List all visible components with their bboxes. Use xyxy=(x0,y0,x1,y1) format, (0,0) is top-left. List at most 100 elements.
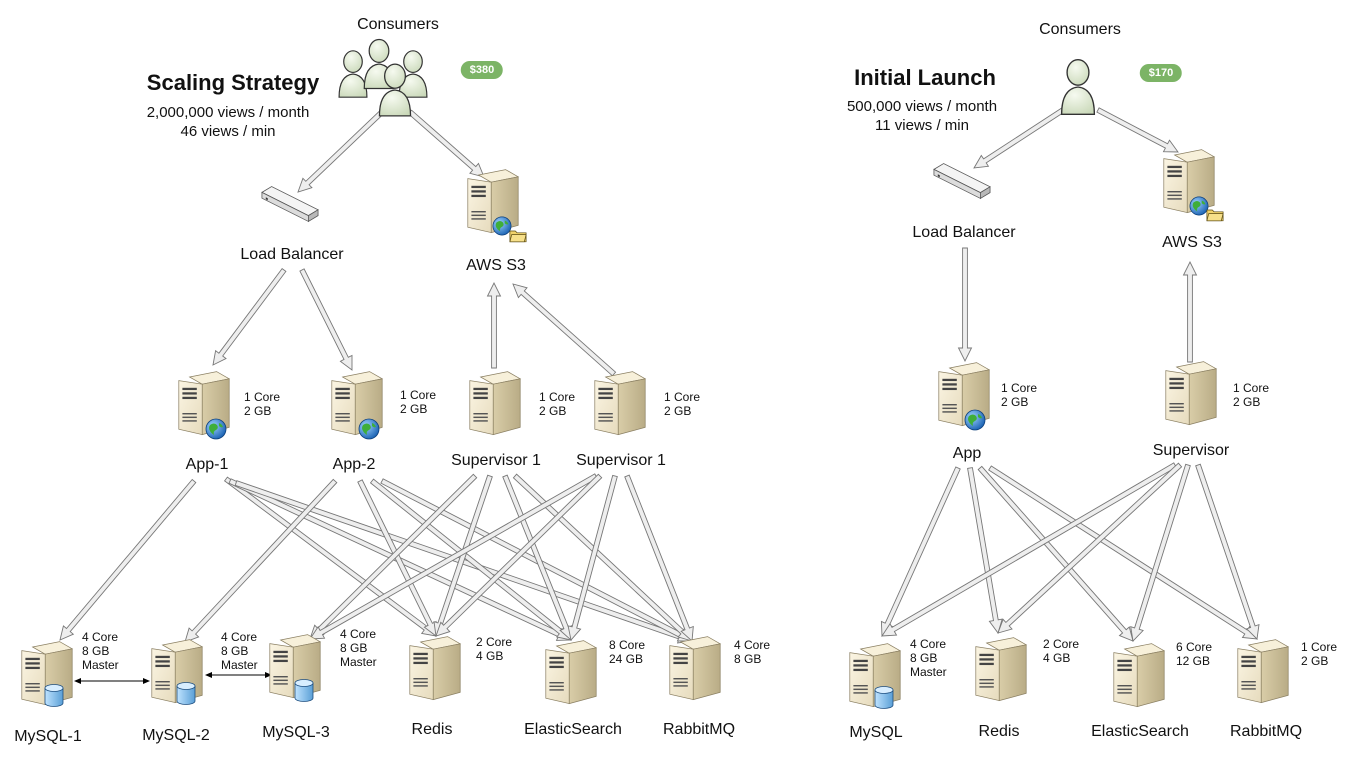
left-views-month: 2,000,000 views / month xyxy=(146,104,310,121)
left-supervisor-b-spec: 1 Core 2 GB xyxy=(664,390,701,418)
left-load-balancer-label: Load Balancer xyxy=(240,246,344,263)
left-arrow-sup2-es xyxy=(567,474,618,641)
right-s3-label: AWS S3 xyxy=(1162,234,1222,251)
left-consumers-icon xyxy=(338,38,428,117)
right-redis-server-icon xyxy=(975,637,1027,702)
right-views: 500,000 views / month 11 views / min xyxy=(847,97,997,135)
right-s3-folder-icon xyxy=(1206,209,1224,222)
right-rabbitmq-label: RabbitMQ xyxy=(1229,723,1303,740)
right-load-balancer-label: Load Balancer xyxy=(912,224,1016,241)
left-views: 2,000,000 views / month 46 views / min xyxy=(147,103,310,141)
left-app-2-globe-icon xyxy=(358,418,380,440)
left-consumers-label: Consumers xyxy=(357,16,439,33)
left-mysql-2-db-icon xyxy=(176,682,196,705)
right-mysql-db-icon xyxy=(874,686,894,709)
left-arrow-lb-app1 xyxy=(212,267,287,366)
right-consumer-user-icon xyxy=(1060,59,1096,115)
left-redis-label: Redis xyxy=(411,721,453,738)
left-supervisor-a-server-icon xyxy=(469,371,521,436)
right-app-spec: 1 Core 2 GB xyxy=(1001,381,1038,409)
left-rabbitmq-label: RabbitMQ xyxy=(662,721,736,738)
right-arrow-app-redis xyxy=(967,467,1003,634)
left-app-2-label: App-2 xyxy=(332,456,376,473)
left-mysql-3-spec: 4 Core 8 GB Master xyxy=(340,627,377,669)
right-arrow-sup-redis xyxy=(997,462,1183,634)
left-elasticsearch-label: ElasticSearch xyxy=(524,721,622,738)
right-supervisor-server-icon xyxy=(1165,361,1217,426)
left-arrow-sup2-rmq xyxy=(624,474,694,642)
left-arrow-sup2-mysql3 xyxy=(309,473,598,640)
left-mysql-2-label: MySQL-2 xyxy=(142,727,210,744)
right-title: Initial Launch xyxy=(854,65,996,90)
left-rabbitmq-server-icon xyxy=(669,636,721,701)
left-cost-badge: $380 xyxy=(460,61,504,79)
left-mysql-3-label: MySQL-3 xyxy=(262,724,330,741)
connection-arrows xyxy=(59,107,1260,684)
left-supervisor-a-label: Supervisor 1 xyxy=(451,452,541,469)
left-redis-server-icon xyxy=(409,636,461,701)
left-redis-spec: 2 Core 4 GB xyxy=(476,635,513,663)
right-arrow-sup-mysql xyxy=(881,462,1177,637)
right-redis-spec: 2 Core 4 GB xyxy=(1043,637,1080,665)
left-arrow-app1-redis xyxy=(223,476,437,637)
right-arrow-consumers-s3 xyxy=(1096,107,1179,153)
right-views-month: 500,000 views / month xyxy=(846,98,998,115)
right-elasticsearch-spec: 6 Core 12 GB xyxy=(1176,640,1213,668)
right-consumers-label: Consumers xyxy=(1039,21,1121,38)
right-mysql-label: MySQL xyxy=(849,724,903,741)
left-mysql-2-spec: 4 Core 8 GB Master xyxy=(221,630,258,672)
left-app-2-spec: 1 Core 2 GB xyxy=(400,388,437,416)
right-arrow-sup-es xyxy=(1130,463,1191,642)
left-supervisor-b-label: Supervisor 1 xyxy=(576,452,666,469)
left-elasticsearch-server-icon xyxy=(545,640,597,705)
left-s3-globe-icon xyxy=(492,216,512,236)
left-arrow-consumers-s3 xyxy=(407,109,485,178)
right-mysql-spec: 4 Core 8 GB Master xyxy=(910,637,947,679)
right-elasticsearch-server-icon xyxy=(1113,643,1165,708)
left-mysql-1-db-icon xyxy=(44,684,64,707)
right-redis-label: Redis xyxy=(978,723,1020,740)
right-supervisor-label: Supervisor xyxy=(1152,442,1230,459)
right-rabbitmq-spec: 1 Core 2 GB xyxy=(1301,640,1338,668)
right-app-globe-icon xyxy=(964,409,986,431)
left-elasticsearch-spec: 8 Core 24 GB xyxy=(609,638,646,666)
left-s3-folder-icon xyxy=(509,230,527,243)
left-app-1-label: App-1 xyxy=(185,456,229,473)
right-arrow-consumers-lb xyxy=(973,107,1065,169)
left-s3-label: AWS S3 xyxy=(466,257,526,274)
right-rabbitmq-server-icon xyxy=(1237,639,1289,704)
right-load-balancer-icon xyxy=(933,163,991,199)
left-rabbitmq-spec: 4 Core 8 GB xyxy=(734,638,771,666)
left-app-1-globe-icon xyxy=(205,418,227,440)
right-views-min: 11 views / min xyxy=(875,117,969,134)
left-title: Scaling Strategy xyxy=(146,70,320,95)
right-elasticsearch-label: ElasticSearch xyxy=(1091,723,1189,740)
right-cost-badge: $170 xyxy=(1139,64,1183,82)
left-views-min: 46 views / min xyxy=(180,123,276,140)
left-app-1-spec: 1 Core 2 GB xyxy=(244,390,281,418)
left-arrow-app1-mysql1 xyxy=(59,478,197,641)
right-arrow-sup-rmq xyxy=(1195,463,1260,640)
left-supervisor-b-server-icon xyxy=(594,371,646,436)
right-arrow-lb-app xyxy=(957,247,973,363)
left-arrow-app2-mysql2 xyxy=(184,478,338,643)
right-s3-globe-icon xyxy=(1189,196,1209,216)
left-load-balancer-icon xyxy=(261,186,319,222)
left-mysql-1-label: MySQL-1 xyxy=(14,728,82,745)
right-supervisor-spec: 1 Core 2 GB xyxy=(1233,381,1270,409)
left-supervisor-a-spec: 1 Core 2 GB xyxy=(539,390,576,418)
left-arrow-lb-app2 xyxy=(299,268,353,371)
left-replication-2-3 xyxy=(205,672,272,678)
left-arrow-sup2-redis xyxy=(435,473,603,637)
right-arrow-supervisor-s3 xyxy=(1182,260,1198,363)
left-arrow-sup1-s3 xyxy=(486,281,502,369)
right-arrow-app-es xyxy=(977,465,1134,642)
left-arrow-sup2-s3 xyxy=(512,283,617,377)
left-arrow-consumers-lb xyxy=(297,109,385,193)
left-mysql-3-db-icon xyxy=(294,679,314,702)
user-icon xyxy=(338,50,368,98)
left-mysql-1-spec: 4 Core 8 GB Master xyxy=(82,630,119,672)
left-replication-1-2 xyxy=(74,678,150,684)
right-app-label: App xyxy=(952,445,982,462)
